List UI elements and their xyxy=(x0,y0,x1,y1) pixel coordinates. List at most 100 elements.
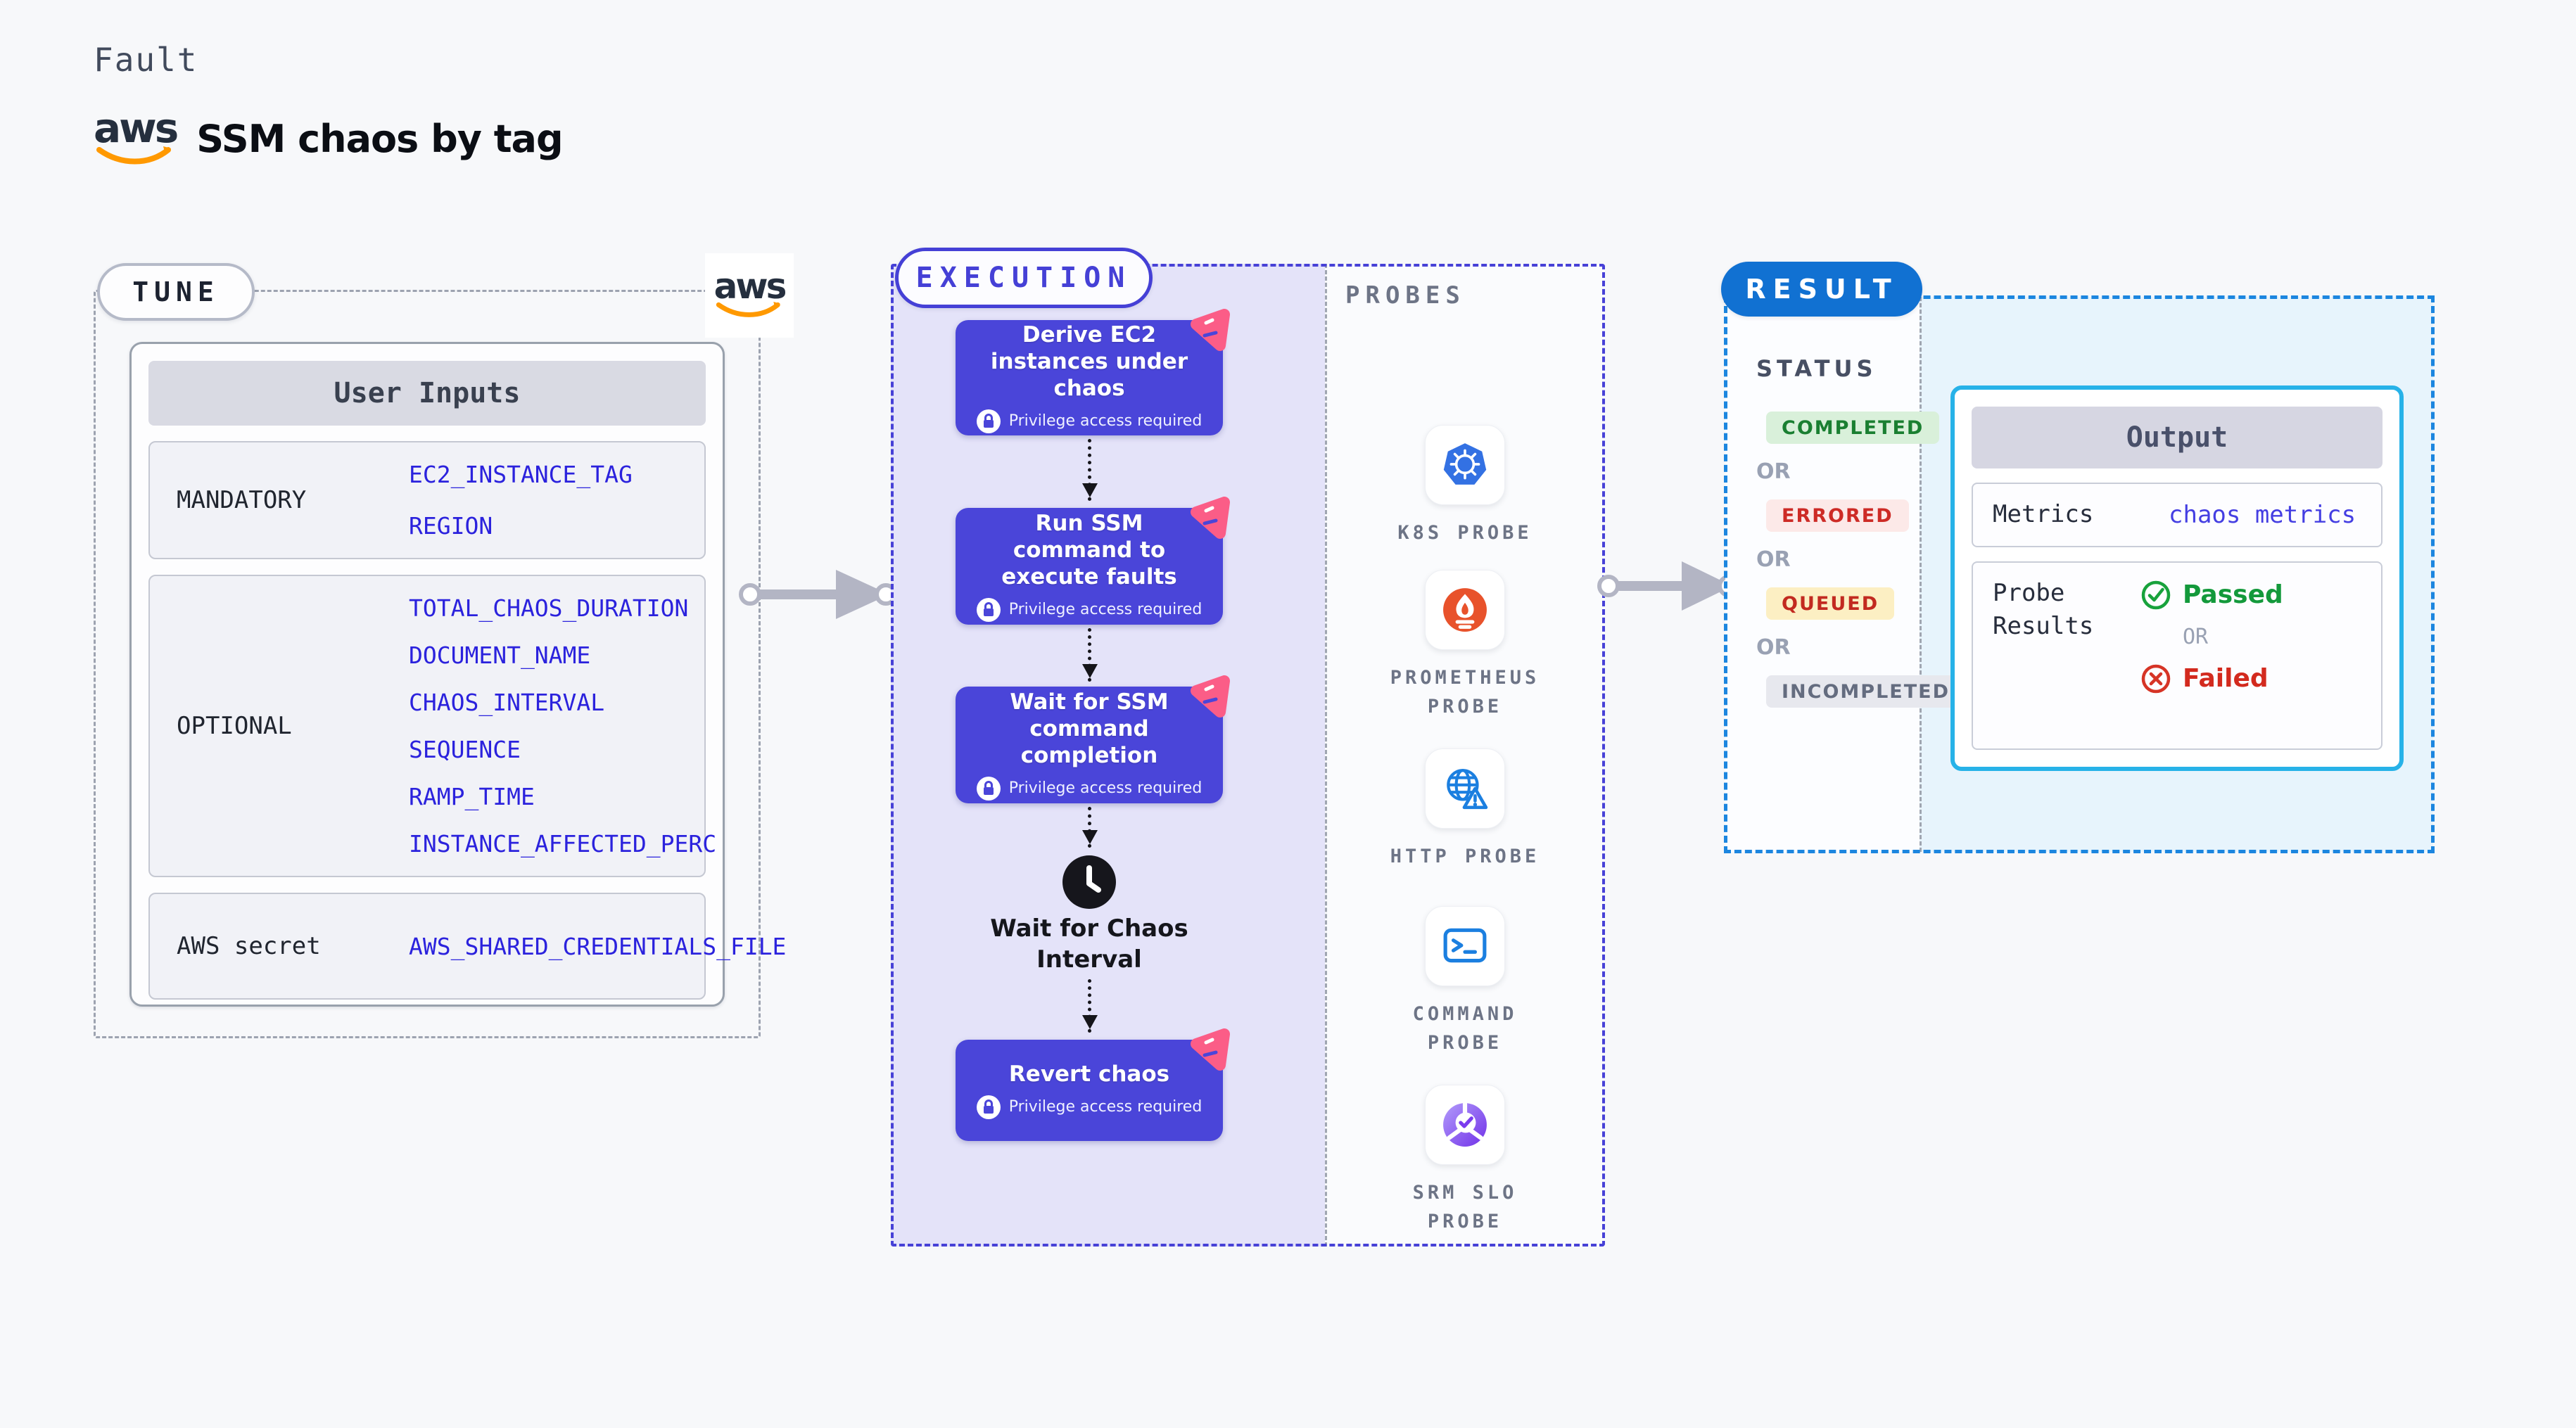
check-circle-icon xyxy=(2141,580,2171,609)
privilege-badge-label: Privilege access required xyxy=(1008,779,1203,798)
probe-label: SRM SLO PROBE xyxy=(1412,1182,1518,1232)
dotted-arrow-icon xyxy=(1082,628,1098,682)
probe-card xyxy=(1425,425,1505,505)
lock-icon xyxy=(976,409,1001,433)
http-globe-icon xyxy=(1447,769,1488,810)
prometheus-icon xyxy=(1443,588,1487,632)
page-title: SSM chaos by tag xyxy=(196,117,563,162)
tune-section-border xyxy=(94,290,761,1038)
lock-icon xyxy=(976,776,1001,801)
input-variable-link[interactable]: EC2_INSTANCE_TAG xyxy=(409,461,633,488)
step-title: Wait for SSM command completion xyxy=(1010,689,1169,768)
status-badge-queued: QUEUED xyxy=(1766,587,1895,620)
result-pill: RESULT xyxy=(1721,262,1922,317)
status-title: STATUS xyxy=(1756,355,1877,382)
aws-logo-icon: aws xyxy=(94,104,179,167)
srm-slo-icon xyxy=(1443,1102,1487,1147)
probe-label: PROMETHEUS PROBE xyxy=(1390,667,1540,718)
execution-pill: EXECUTION xyxy=(895,248,1153,308)
user-inputs-title: User Inputs xyxy=(148,361,706,426)
probe-label: COMMAND PROBE xyxy=(1412,1003,1518,1054)
input-variable-link[interactable]: REGION xyxy=(409,512,493,540)
probe-k8s: K8S PROBE xyxy=(1345,425,1585,548)
or-label: OR xyxy=(1756,547,1791,572)
row-label: MANDATORY xyxy=(177,486,307,514)
status-badge-errored: ERRORED xyxy=(1766,499,1909,532)
terminal-icon xyxy=(1443,928,1487,963)
status-badge-completed: COMPLETED xyxy=(1766,412,1940,444)
privilege-badge: Privilege access required xyxy=(976,776,1203,801)
arrow-right-icon xyxy=(1597,561,1740,611)
status-badge-incompleted: INCOMPLETED xyxy=(1766,675,1965,708)
privilege-badge: Privilege access required xyxy=(976,1095,1203,1119)
probe-results-row: Probe Results Passed OR Failed xyxy=(1972,561,2383,750)
probe-card xyxy=(1425,1085,1505,1165)
table-row-aws-secret: AWS secret AWS_SHARED_CREDENTIALS_FILE xyxy=(148,893,786,1000)
dotted-arrow-icon xyxy=(1082,439,1098,501)
dotted-arrow-icon xyxy=(1082,807,1098,848)
aws-logo-icon-small: aws xyxy=(705,253,794,338)
privilege-badge: Privilege access required xyxy=(976,409,1203,433)
chaos-fault-icon xyxy=(1191,1028,1230,1071)
page-header: aws SSM chaos by tag xyxy=(94,104,564,167)
metrics-label: Metrics xyxy=(1993,500,2094,528)
output-title: Output xyxy=(1972,407,2383,468)
metrics-value-link[interactable]: chaos metrics xyxy=(2169,500,2356,529)
probe-card xyxy=(1425,570,1505,650)
step-title: Derive EC2 instances under chaos xyxy=(990,322,1188,401)
input-variable-link[interactable]: RAMP_TIME xyxy=(409,783,535,810)
wait-chaos-interval-label: Wait for Chaos Interval xyxy=(990,914,1188,974)
arrow-right-icon xyxy=(739,570,897,619)
result-status-panel xyxy=(1725,297,1920,852)
probe-label: HTTP PROBE xyxy=(1390,846,1540,867)
user-inputs-table: User Inputs MANDATORY EC2_INSTANCE_TAG R… xyxy=(129,342,786,1007)
lock-icon xyxy=(976,597,1001,622)
result-section-border xyxy=(1724,295,2435,853)
privilege-badge: Privilege access required xyxy=(976,597,1203,622)
privilege-badge-label: Privilege access required xyxy=(1008,412,1203,431)
probe-http: HTTP PROBE xyxy=(1345,748,1585,872)
kubernetes-icon xyxy=(1443,443,1487,485)
probe-command: COMMAND PROBE xyxy=(1345,906,1585,1057)
passed-label: Passed xyxy=(2183,580,2283,610)
execution-section-border xyxy=(891,264,1605,1247)
lock-icon xyxy=(976,1095,1001,1119)
probe-label: K8S PROBE xyxy=(1397,522,1533,544)
dotted-arrow-icon xyxy=(1082,979,1098,1033)
or-label: OR xyxy=(2183,624,2209,649)
or-label: OR xyxy=(1756,635,1791,660)
x-circle-icon xyxy=(2141,664,2171,693)
step-run-ssm: Run SSM command to execute faults Privil… xyxy=(956,497,1230,625)
or-label: OR xyxy=(1756,459,1791,484)
aws-smile-icon xyxy=(716,302,780,318)
failed-label: Failed xyxy=(2183,664,2269,694)
status-list: STATUS COMPLETED OR ERRORED OR QUEUED OR… xyxy=(1756,355,1965,708)
privilege-badge-label: Privilege access required xyxy=(1008,601,1203,619)
aws-logo-text: aws xyxy=(94,104,179,152)
step-wait-ssm: Wait for SSM command completion Privileg… xyxy=(956,675,1230,803)
chaos-fault-icon xyxy=(1191,497,1230,539)
probe-result-passed: Passed xyxy=(2140,580,2283,611)
fault-kicker: Fault xyxy=(94,41,198,79)
input-variable-link[interactable]: TOTAL_CHAOS_DURATION xyxy=(409,594,689,622)
row-label: OPTIONAL xyxy=(177,712,292,740)
probe-results-label: Probe Results xyxy=(1993,578,2094,641)
privilege-badge-label: Privilege access required xyxy=(1008,1098,1203,1116)
input-variable-link[interactable]: DOCUMENT_NAME xyxy=(409,642,591,669)
clock-icon xyxy=(1061,854,1117,910)
input-variable-link[interactable]: INSTANCE_AFFECTED_PERC xyxy=(409,830,717,858)
chaos-fault-icon xyxy=(1191,309,1230,351)
probe-card xyxy=(1425,906,1505,986)
probe-srm-slo: SRM SLO PROBE xyxy=(1345,1085,1585,1236)
step-revert-chaos: Revert chaos Privilege access required xyxy=(956,1028,1230,1141)
probe-prometheus: PROMETHEUS PROBE xyxy=(1345,570,1585,721)
probes-title: PROBES xyxy=(1345,281,1466,310)
input-variable-link[interactable]: CHAOS_INTERVAL xyxy=(409,689,605,716)
step-derive-ec2: Derive EC2 instances under chaos Privile… xyxy=(956,309,1230,435)
output-card: Output Metrics chaos metrics Probe Resul… xyxy=(1950,385,2404,771)
metrics-row: Metrics chaos metrics xyxy=(1972,483,2383,547)
input-variable-link[interactable]: AWS_SHARED_CREDENTIALS_FILE xyxy=(409,932,787,960)
aws-logo-text: aws xyxy=(713,265,787,307)
chaos-fault-icon xyxy=(1191,675,1230,718)
input-variable-link[interactable]: SEQUENCE xyxy=(409,736,521,763)
